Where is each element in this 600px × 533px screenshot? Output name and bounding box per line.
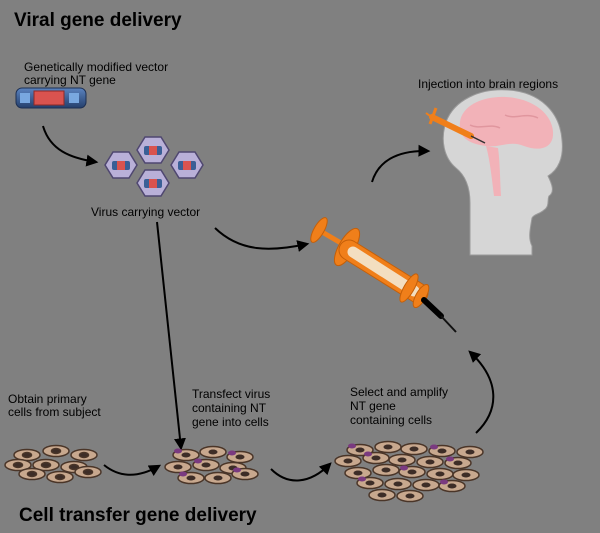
cell bbox=[400, 442, 428, 456]
transfect-label-line1: Transfect virus bbox=[192, 387, 271, 401]
cell bbox=[70, 448, 98, 462]
cell bbox=[74, 465, 102, 479]
transfected-cell bbox=[362, 451, 390, 465]
small-syringe-icon bbox=[425, 107, 486, 144]
arrow-syringe-to-head bbox=[371, 144, 431, 183]
arrow-transfect-to-select bbox=[270, 462, 332, 482]
transfected-cell bbox=[177, 471, 205, 485]
transfected-cell bbox=[226, 450, 254, 464]
cell bbox=[32, 458, 60, 472]
transfected-cells-group bbox=[164, 445, 259, 485]
obtain-label-line1: Obtain primary bbox=[8, 392, 87, 406]
cell bbox=[384, 477, 412, 491]
select-label-line2: NT gene bbox=[350, 399, 396, 413]
transfect-label-line2: containing NT bbox=[192, 401, 267, 415]
cell bbox=[388, 453, 416, 467]
transfected-cell bbox=[428, 444, 456, 458]
obtain-label-line2: cells from subject bbox=[8, 405, 101, 419]
cell bbox=[396, 489, 424, 503]
transfect-label-line3: gene into cells bbox=[192, 415, 269, 429]
cell bbox=[426, 467, 454, 481]
cell bbox=[372, 463, 400, 477]
primary-cells-group bbox=[4, 444, 102, 484]
cell bbox=[412, 478, 440, 492]
cell bbox=[164, 460, 192, 474]
cell bbox=[334, 454, 362, 468]
cell bbox=[456, 445, 484, 459]
transfected-cell bbox=[231, 467, 259, 481]
virus-particles-icon bbox=[104, 136, 204, 197]
large-syringe-icon bbox=[310, 217, 457, 333]
transfected-cell bbox=[398, 465, 426, 479]
cell bbox=[374, 440, 402, 454]
vector-label-line1: Genetically modified vector bbox=[24, 60, 169, 74]
transfected-cell bbox=[172, 448, 200, 462]
flow-arrows bbox=[42, 125, 495, 482]
select-label-line1: Select and amplify bbox=[350, 385, 449, 399]
arrow-virus-to-syringe bbox=[214, 227, 310, 252]
cell bbox=[452, 468, 480, 482]
arrow-obtain-to-transfect bbox=[103, 464, 162, 476]
cell bbox=[368, 488, 396, 502]
injection-label: Injection into brain regions bbox=[418, 77, 559, 91]
cell bbox=[42, 444, 70, 458]
cell bbox=[199, 445, 227, 459]
cell-transfer-title: Cell transfer gene delivery bbox=[19, 505, 257, 526]
vector-plasmid-icon bbox=[15, 87, 87, 109]
arrow-select-to-syringe bbox=[468, 350, 495, 434]
cell bbox=[13, 448, 41, 462]
cell bbox=[344, 466, 372, 480]
cell bbox=[46, 470, 74, 484]
transfected-cell bbox=[192, 458, 220, 472]
cell bbox=[204, 471, 232, 485]
vector-label-line2: carrying NT gene bbox=[24, 73, 116, 87]
cell bbox=[416, 455, 444, 469]
arrow-vector-to-virus bbox=[42, 125, 99, 167]
arrow-virus-to-cells bbox=[156, 221, 186, 451]
viral-title: Viral gene delivery bbox=[14, 10, 182, 31]
transfected-cell bbox=[444, 456, 472, 470]
transfected-cell bbox=[356, 476, 384, 490]
amplified-cells-group bbox=[334, 440, 484, 503]
virus-label: Virus carrying vector bbox=[91, 205, 201, 219]
cell bbox=[18, 467, 46, 481]
transfected-cell bbox=[438, 479, 466, 493]
head-brain-icon bbox=[442, 89, 563, 256]
cell bbox=[4, 458, 32, 472]
select-label-line3: containing cells bbox=[350, 413, 433, 427]
